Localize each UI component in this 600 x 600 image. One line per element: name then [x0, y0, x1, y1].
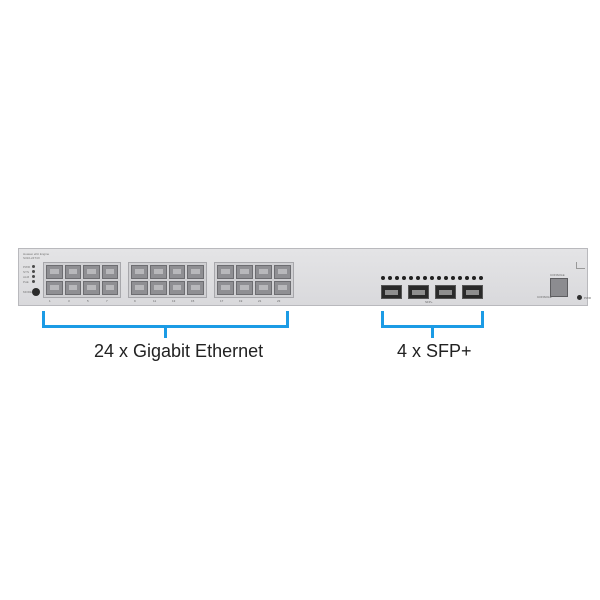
- sfp-led: [430, 276, 434, 280]
- rj45-port[interactable]: [83, 281, 100, 295]
- sfp-led: [388, 276, 392, 280]
- rj45-port[interactable]: [187, 281, 204, 295]
- led-indicator: [32, 265, 35, 268]
- rj45-port[interactable]: [274, 281, 291, 295]
- sfp-led: [444, 276, 448, 280]
- console-label: CONSOLE: [550, 273, 565, 277]
- switch-front-panel: Huawei eKit Engine S310-24T4X PWR SYS AL…: [18, 248, 591, 306]
- port-number: 5: [87, 299, 89, 303]
- sfp-led: [451, 276, 455, 280]
- sfp-led: [402, 276, 406, 280]
- port-number: 1: [49, 299, 51, 303]
- sfp-led: [423, 276, 427, 280]
- port-number: 17: [220, 299, 224, 303]
- led-indicator: [32, 275, 35, 278]
- port-number: 9: [134, 299, 136, 303]
- power-label: PWR: [584, 296, 591, 300]
- rj45-port[interactable]: [236, 265, 253, 279]
- ethernet-caption: 24 x Gigabit Ethernet: [94, 341, 264, 361]
- sfp-led: [472, 276, 476, 280]
- sfp-port[interactable]: [462, 285, 483, 299]
- rj45-port[interactable]: [274, 265, 291, 279]
- sfp-led: [437, 276, 441, 280]
- power-indicator: [577, 295, 582, 300]
- sfp-group-label: SFP+: [425, 300, 433, 304]
- model-text: S310-24T4X: [23, 256, 40, 260]
- led-label: ALM: [23, 275, 30, 279]
- sfp-led: [409, 276, 413, 280]
- console-port[interactable]: [550, 278, 568, 297]
- port-number: 11: [153, 299, 157, 303]
- led-indicator: [32, 270, 35, 273]
- port-number: 19: [239, 299, 243, 303]
- rj45-port[interactable]: [64, 281, 81, 295]
- rj45-port[interactable]: [255, 281, 272, 295]
- sfp-port[interactable]: [408, 285, 429, 299]
- rj45-port-group-2: [128, 262, 207, 298]
- port-number: 13: [172, 299, 176, 303]
- rj45-port[interactable]: [46, 281, 63, 295]
- port-number: 23: [277, 299, 281, 303]
- rj45-port[interactable]: [131, 265, 148, 279]
- rj45-port[interactable]: [64, 265, 81, 279]
- sfp-port[interactable]: [381, 285, 402, 299]
- rj45-port[interactable]: [187, 265, 204, 279]
- port-number: 21: [258, 299, 262, 303]
- rj45-port[interactable]: [217, 281, 234, 295]
- rj45-port[interactable]: [255, 265, 272, 279]
- led-indicator: [32, 280, 35, 283]
- sfp-caption: 4 x SFP+: [397, 341, 472, 361]
- mode-label: MODE: [23, 290, 32, 294]
- rj45-port[interactable]: [236, 281, 253, 295]
- sfp-led: [416, 276, 420, 280]
- rj45-port[interactable]: [101, 281, 118, 295]
- sfp-bracket-tick: [431, 326, 434, 338]
- sfp-led: [381, 276, 385, 280]
- sfp-port[interactable]: [435, 285, 456, 299]
- port-number: 15: [191, 299, 195, 303]
- console-side-label: CONSOLE: [537, 295, 552, 299]
- sfp-led: [395, 276, 399, 280]
- led-label: SYS: [23, 270, 30, 274]
- brand-text: Huawei eKit Engine: [23, 252, 50, 256]
- sfp-led: [479, 276, 483, 280]
- corner-mark: [576, 262, 585, 269]
- rj45-port[interactable]: [131, 281, 148, 295]
- rj45-port[interactable]: [149, 281, 167, 295]
- led-label: PWR: [23, 265, 30, 269]
- mode-button[interactable]: [32, 288, 40, 296]
- rj45-port[interactable]: [83, 265, 100, 279]
- port-number: 7: [106, 299, 108, 303]
- rj45-port[interactable]: [101, 265, 118, 279]
- rj45-port[interactable]: [46, 265, 63, 279]
- ethernet-bracket-tick: [164, 326, 167, 338]
- rj45-port[interactable]: [168, 281, 186, 295]
- rj45-port[interactable]: [168, 265, 186, 279]
- rj45-port[interactable]: [217, 265, 234, 279]
- sfp-led: [458, 276, 462, 280]
- rj45-port-group-1: [43, 262, 121, 298]
- led-label: PoE: [23, 280, 29, 284]
- sfp-led: [465, 276, 469, 280]
- rj45-port-group-3: [214, 262, 294, 298]
- rj45-port[interactable]: [149, 265, 167, 279]
- port-number: 3: [68, 299, 70, 303]
